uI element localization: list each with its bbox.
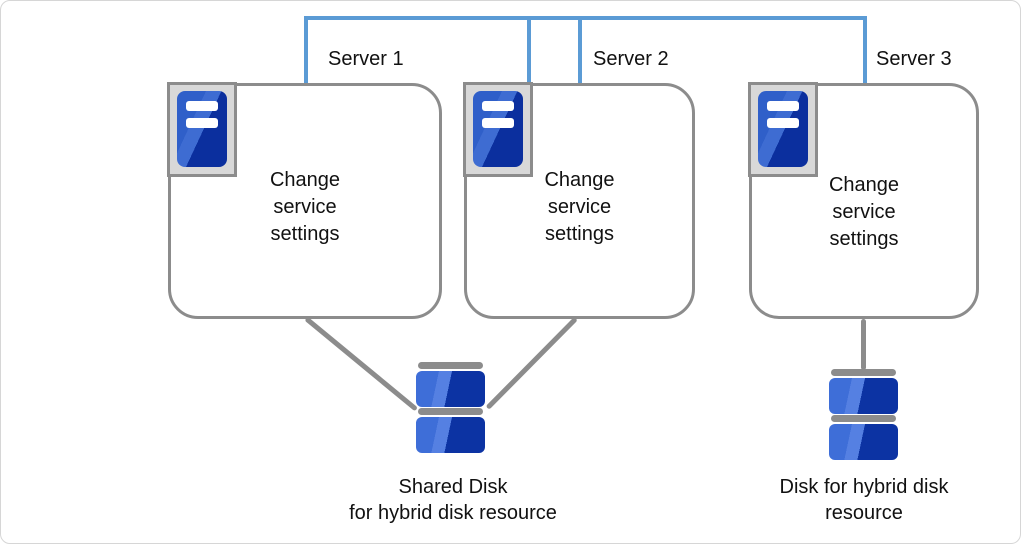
disk-cap bbox=[418, 408, 483, 415]
server-1-text-line: service bbox=[273, 196, 337, 218]
disk-cap bbox=[831, 415, 896, 422]
shared-disk-caption-line: for hybrid disk resource bbox=[349, 502, 557, 524]
server-icon-slot bbox=[186, 118, 218, 128]
server-3-label: Server 3 bbox=[876, 48, 952, 70]
connector-server3-to-disk bbox=[861, 319, 866, 370]
server-icon bbox=[167, 82, 237, 177]
shared-disk-caption-line: Shared Disk bbox=[398, 476, 508, 498]
server-icon-slot bbox=[482, 118, 514, 128]
disk-cap bbox=[831, 369, 896, 376]
server-2-text-line: Change bbox=[544, 169, 615, 191]
server-2-text-line: settings bbox=[545, 223, 614, 245]
server-1-text: Change service settings bbox=[168, 167, 442, 248]
hybrid-disk-caption-line: Disk for hybrid disk bbox=[779, 476, 949, 498]
disk-stack-icon bbox=[416, 362, 485, 453]
server-icon bbox=[748, 82, 818, 177]
disk-platter bbox=[829, 424, 898, 460]
server-3-text: Change service settings bbox=[749, 172, 979, 253]
network-drop-server3 bbox=[863, 16, 867, 83]
connector-server2-to-shared-disk bbox=[485, 316, 578, 410]
network-drop-server2-left bbox=[527, 16, 531, 83]
server-icon-slot bbox=[767, 101, 799, 111]
server-icon-body bbox=[758, 91, 808, 167]
server-1-text-line: settings bbox=[270, 223, 340, 245]
server-icon-body bbox=[473, 91, 523, 167]
server-icon bbox=[463, 82, 533, 177]
network-line-horizontal bbox=[304, 16, 867, 20]
hybrid-disk-caption: Disk for hybrid disk resource bbox=[734, 474, 994, 526]
server-icon-slot bbox=[767, 118, 799, 128]
server-icon-slot bbox=[186, 101, 218, 111]
server-3-text-line: settings bbox=[829, 228, 899, 250]
server-icon-slot bbox=[482, 101, 514, 111]
disk-stack-icon bbox=[829, 369, 898, 460]
server-3-text-line: service bbox=[832, 201, 896, 223]
server-icon-body bbox=[177, 91, 227, 167]
hybrid-disk-caption-line: resource bbox=[825, 502, 903, 524]
server-2-label: Server 2 bbox=[593, 48, 669, 70]
network-drop-server1 bbox=[304, 16, 308, 83]
server-1-text-line: Change bbox=[269, 169, 341, 191]
disk-platter bbox=[416, 371, 485, 407]
server-2-text: Change service settings bbox=[464, 167, 695, 248]
connector-server1-to-shared-disk bbox=[304, 316, 418, 412]
network-drop-server2-right bbox=[578, 16, 582, 83]
disk-cap bbox=[418, 362, 483, 369]
server-2-text-line: service bbox=[547, 196, 612, 218]
server-1-label: Server 1 bbox=[328, 48, 404, 70]
disk-platter bbox=[416, 417, 485, 453]
server-3-text-line: Change bbox=[828, 174, 900, 196]
shared-disk-caption: Shared Disk for hybrid disk resource bbox=[323, 474, 583, 526]
disk-platter bbox=[829, 378, 898, 414]
